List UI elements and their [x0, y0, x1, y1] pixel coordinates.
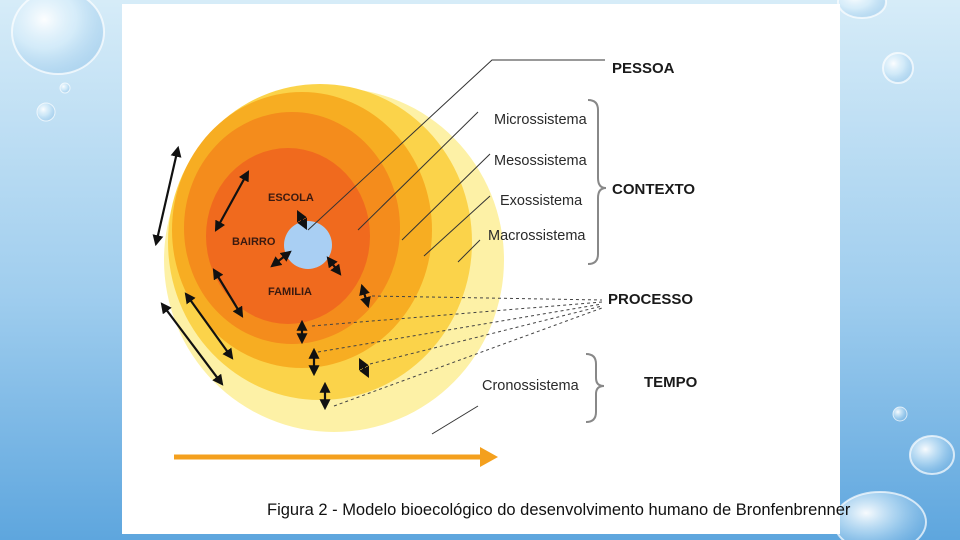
neighborhood-label: BAIRRO [232, 236, 276, 248]
context-label: CONTEXTO [612, 181, 695, 198]
figure-caption: Figura 2 - Modelo bioecológico do desenv… [267, 501, 957, 520]
family-label: FAMILIA [268, 286, 312, 298]
school-label: ESCOLA [268, 192, 314, 204]
exosystem-label: Exossistema [500, 193, 583, 209]
bioecological-model-diagram: ESCOLA BAIRRO FAMILIA [122, 4, 840, 534]
time-bracket [586, 354, 604, 422]
macrosystem-label: Macrossistema [488, 228, 586, 244]
microsystem-label: Microssistema [494, 112, 588, 128]
figure-card: ESCOLA BAIRRO FAMILIA [122, 4, 840, 534]
person-label: PESSOA [612, 60, 675, 77]
context-bracket [588, 100, 606, 264]
process-label: PROCESSO [608, 291, 693, 308]
time-label: TEMPO [644, 374, 698, 391]
time-arrow [174, 447, 498, 467]
chrono-leader-line [432, 406, 478, 434]
mesosystem-label: Mesossistema [494, 153, 588, 169]
person-center [284, 221, 332, 269]
chronosystem-label: Cronossistema [482, 378, 580, 394]
